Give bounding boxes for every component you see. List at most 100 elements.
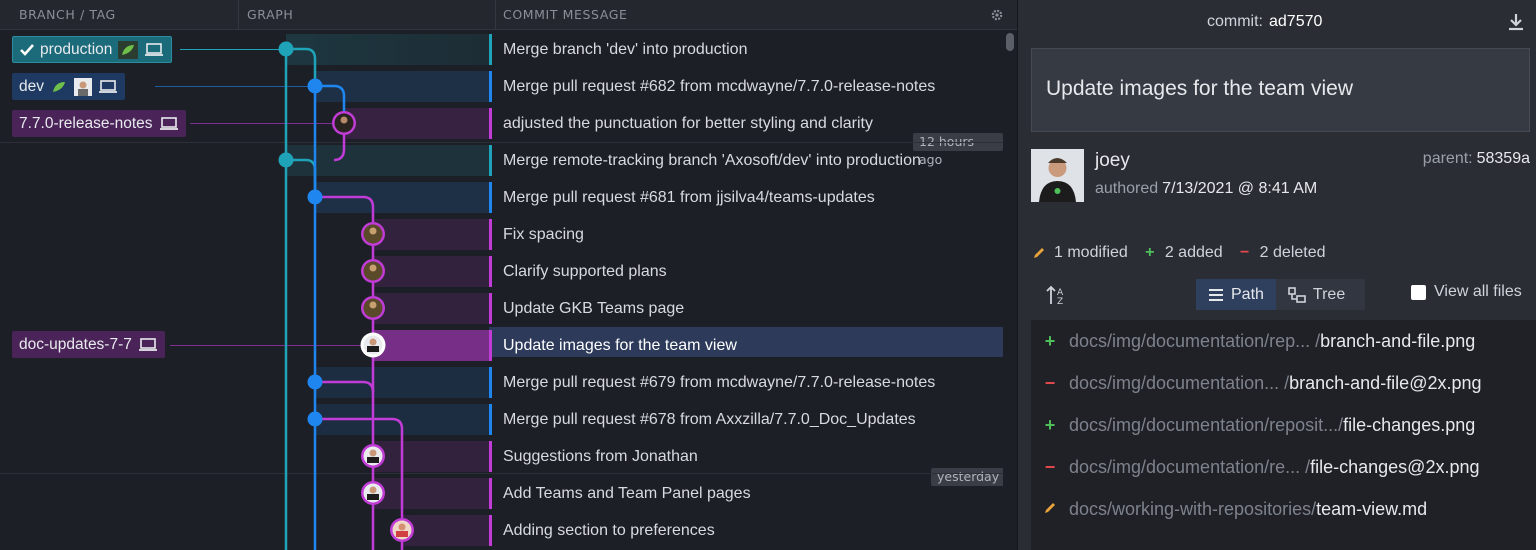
- avatar[interactable]: [361, 444, 385, 468]
- pencil-icon: [1034, 248, 1044, 258]
- view-all-files-checkbox[interactable]: [1411, 284, 1426, 300]
- download-icon[interactable]: [1508, 13, 1524, 31]
- commit-message: Update GKB Teams page: [503, 300, 685, 317]
- minus-icon: −: [1240, 244, 1250, 261]
- branch-ref-production[interactable]: production: [12, 36, 173, 63]
- svg-text:Z: Z: [1057, 297, 1063, 306]
- branch-ref-release-notes[interactable]: 7.7.0-release-notes: [12, 110, 186, 137]
- sort-az-icon[interactable]: A Z: [1046, 284, 1068, 306]
- avatar[interactable]: [332, 111, 356, 135]
- commit-message: Adding section to preferences: [503, 522, 715, 539]
- gear-icon[interactable]: [990, 8, 1004, 22]
- commit-row[interactable]: Suggestions from Jonathan: [0, 438, 1003, 475]
- column-branch-tag[interactable]: BRANCH / TAG: [19, 7, 116, 22]
- vertical-scrollbar[interactable]: [1003, 31, 1017, 550]
- pencil-icon: [1031, 499, 1069, 520]
- commit-message: Clarify supported plans: [503, 263, 667, 280]
- commit-message: Merge branch 'dev' into production: [503, 41, 748, 58]
- commit-graph-lines: [278, 41, 414, 550]
- commit-message: Update images for the team view: [503, 337, 737, 354]
- avatar[interactable]: [361, 296, 385, 320]
- commit-message: Merge pull request #679 from mcdwayne/7.…: [503, 374, 936, 391]
- parent-sha: parent:58359a: [1422, 150, 1530, 167]
- avatar[interactable]: [361, 222, 385, 246]
- branch-ref-label: 7.7.0-release-notes: [19, 115, 153, 132]
- branch-ref-doc-updates[interactable]: doc-updates-7-7: [12, 331, 165, 358]
- column-divider[interactable]: [238, 0, 239, 30]
- file-item[interactable]: − docs/img/documentation/re... / file-ch…: [1031, 446, 1536, 488]
- commit-row[interactable]: Add Teams and Team Panel pages yesterday: [0, 468, 1006, 512]
- minus-icon: −: [1044, 456, 1056, 477]
- path-view-button[interactable]: Path: [1196, 279, 1276, 310]
- commit-row[interactable]: Merge branch 'dev' into production: [0, 31, 1003, 68]
- file-item[interactable]: + docs/img/documentation/reposit.../ fil…: [1031, 404, 1536, 446]
- commit-message: adjusted the punctuation for better styl…: [503, 115, 873, 132]
- branch-ref-label: production: [40, 41, 113, 58]
- avatar[interactable]: [390, 518, 414, 542]
- author-avatar: [1031, 149, 1084, 202]
- svg-text:A: A: [1057, 288, 1064, 298]
- check-icon: [20, 43, 34, 56]
- column-header: BRANCH / TAG GRAPH COMMIT MESSAGE: [0, 0, 1017, 30]
- laptop-icon: [99, 79, 117, 93]
- column-graph[interactable]: GRAPH: [247, 7, 294, 22]
- file-item[interactable]: + docs/img/documentation/rep... / branch…: [1031, 320, 1536, 362]
- commit-row[interactable]: Merge pull request #682 from mcdwayne/7.…: [0, 68, 1003, 105]
- stat-added: + 2 added: [1142, 244, 1223, 262]
- branch-ref-label: dev: [19, 78, 44, 95]
- avatar[interactable]: [360, 332, 386, 358]
- commit-message: Add Teams and Team Panel pages: [503, 485, 751, 502]
- stat-modified: 1 modified: [1031, 244, 1128, 262]
- plus-icon: +: [1145, 244, 1155, 261]
- commit-row[interactable]: Fix spacing: [0, 216, 1003, 253]
- file-item[interactable]: docs/working-with-repositories/ team-vie…: [1031, 488, 1536, 530]
- file-item[interactable]: − docs/img/documentation... / branch-and…: [1031, 362, 1536, 404]
- commit-row[interactable]: Merge pull request #679 from mcdwayne/7.…: [0, 364, 1003, 401]
- column-divider[interactable]: [495, 0, 496, 30]
- branch-ref-label: doc-updates-7-7: [19, 336, 132, 353]
- file-view-toggle: Path Tree: [1196, 279, 1365, 310]
- scrollbar-thumb[interactable]: [1006, 33, 1014, 51]
- laptop-icon: [145, 42, 164, 56]
- commit-row[interactable]: adjusted the punctuation for better styl…: [0, 105, 1003, 167]
- tree-icon: [1288, 286, 1306, 303]
- parent-sha-link[interactable]: 58359a: [1476, 150, 1530, 167]
- view-all-files-toggle[interactable]: View all files: [1411, 283, 1522, 301]
- commit-row[interactable]: Merge remote-tracking branch 'Axosoft/de…: [0, 142, 1003, 179]
- commit-list: Merge branch 'dev' into production Merge…: [0, 31, 1006, 550]
- author-name: joey: [1095, 150, 1130, 171]
- stat-deleted: − 2 deleted: [1237, 244, 1326, 262]
- tree-view-button[interactable]: Tree: [1276, 279, 1357, 310]
- commit-graph-panel: BRANCH / TAG GRAPH COMMIT MESSAGE Merge …: [0, 0, 1017, 550]
- commit-message: Merge pull request #682 from mcdwayne/7.…: [503, 78, 936, 95]
- avatar[interactable]: [361, 259, 385, 283]
- commit-row[interactable]: Clarify supported plans: [0, 253, 1003, 290]
- commit-sha-label: commit:ad7570: [1207, 13, 1323, 30]
- commit-detail-header: commit:ad7570: [1018, 0, 1536, 46]
- commit-message: Merge pull request #678 from Axxzilla/7.…: [503, 411, 916, 428]
- commit-message: Suggestions from Jonathan: [503, 448, 698, 465]
- list-icon: [1209, 288, 1223, 301]
- remote-avatar-icon: [118, 40, 139, 59]
- plus-icon: +: [1044, 330, 1056, 351]
- commit-row[interactable]: Update GKB Teams page: [0, 290, 1003, 327]
- commit-row-selected[interactable]: Update images for the team view: [0, 327, 1003, 364]
- commit-summary[interactable]: Update images for the team view: [1031, 48, 1530, 132]
- file-change-stats: 1 modified + 2 added − 2 deleted: [1031, 243, 1340, 263]
- time-label: yesterday: [931, 468, 1006, 486]
- commit-row[interactable]: Adding section to preferences: [0, 512, 1003, 549]
- column-commit-message[interactable]: COMMIT MESSAGE: [503, 7, 628, 22]
- laptop-icon: [159, 116, 178, 130]
- leaf-icon: [53, 81, 65, 92]
- plus-icon: +: [1044, 414, 1056, 435]
- minus-icon: −: [1044, 372, 1056, 393]
- branch-ref-dev[interactable]: dev: [12, 73, 125, 100]
- commit-message: Merge pull request #681 from jjsilva4/te…: [503, 189, 875, 206]
- changed-files-list: + docs/img/documentation/rep... / branch…: [1031, 320, 1536, 550]
- commit-sha[interactable]: ad7570: [1269, 13, 1323, 30]
- laptop-icon: [138, 337, 157, 351]
- remote-avatar-icon: [74, 77, 92, 96]
- commit-message: Merge remote-tracking branch 'Axosoft/de…: [503, 152, 921, 169]
- avatar[interactable]: [361, 481, 385, 505]
